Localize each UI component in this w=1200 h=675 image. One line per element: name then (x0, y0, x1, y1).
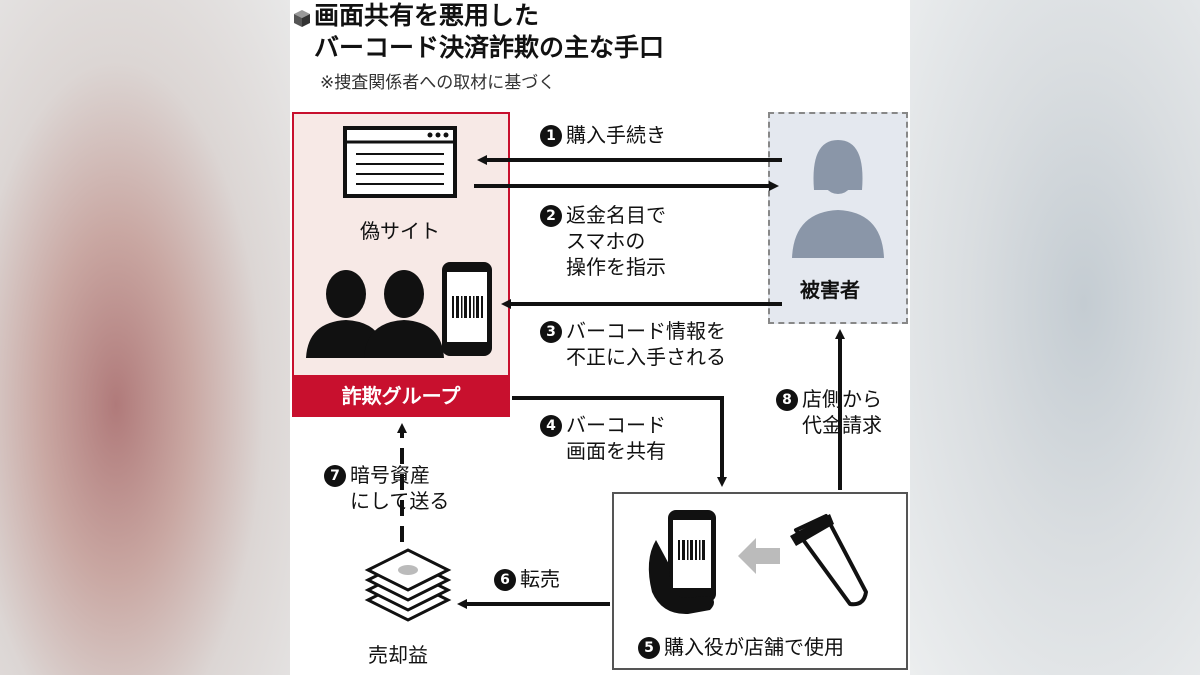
hand-phone-icon (648, 510, 716, 615)
diagram-graphics (306, 126, 884, 622)
title-line-1: 画面共有を悪用した (314, 1, 540, 30)
cube-icon (294, 10, 310, 27)
step-8-number: 8 (776, 389, 798, 411)
barcode-scanner-icon (790, 514, 868, 607)
step-5-number: 5 (638, 637, 660, 659)
phone-barcode-icon (442, 262, 492, 356)
step-2-number: 2 (540, 205, 562, 227)
scan-direction-arrow (738, 538, 780, 574)
fraudster-people-icon (306, 270, 444, 358)
infographic-panel: 画面共有を悪用した バーコード決済詐欺の主な手口 ※捜査関係者への取材に基づく … (290, 0, 910, 675)
step-4-number: 4 (540, 415, 562, 437)
arrow-step-4 (512, 396, 727, 487)
proceeds-label: 売却益 (368, 643, 428, 667)
blurred-background-left (0, 0, 290, 675)
source-note: ※捜査関係者への取材に基づく (320, 73, 556, 93)
blurred-background-right (910, 0, 1200, 675)
title-line-2: バーコード決済詐欺の主な手口 (314, 33, 665, 62)
victim-label: 被害者 (800, 278, 860, 302)
fake-site-label: 偽サイト (360, 219, 440, 243)
step-3-number: 3 (540, 321, 562, 343)
step-1-number: 1 (540, 125, 562, 147)
money-stack-icon (364, 548, 452, 622)
victim-person-icon (792, 140, 884, 258)
step-6-number: 6 (494, 569, 516, 591)
step-7-number: 7 (324, 465, 346, 487)
browser-window-icon (343, 126, 457, 198)
fraud-group-label: 詐欺グループ (292, 375, 510, 417)
